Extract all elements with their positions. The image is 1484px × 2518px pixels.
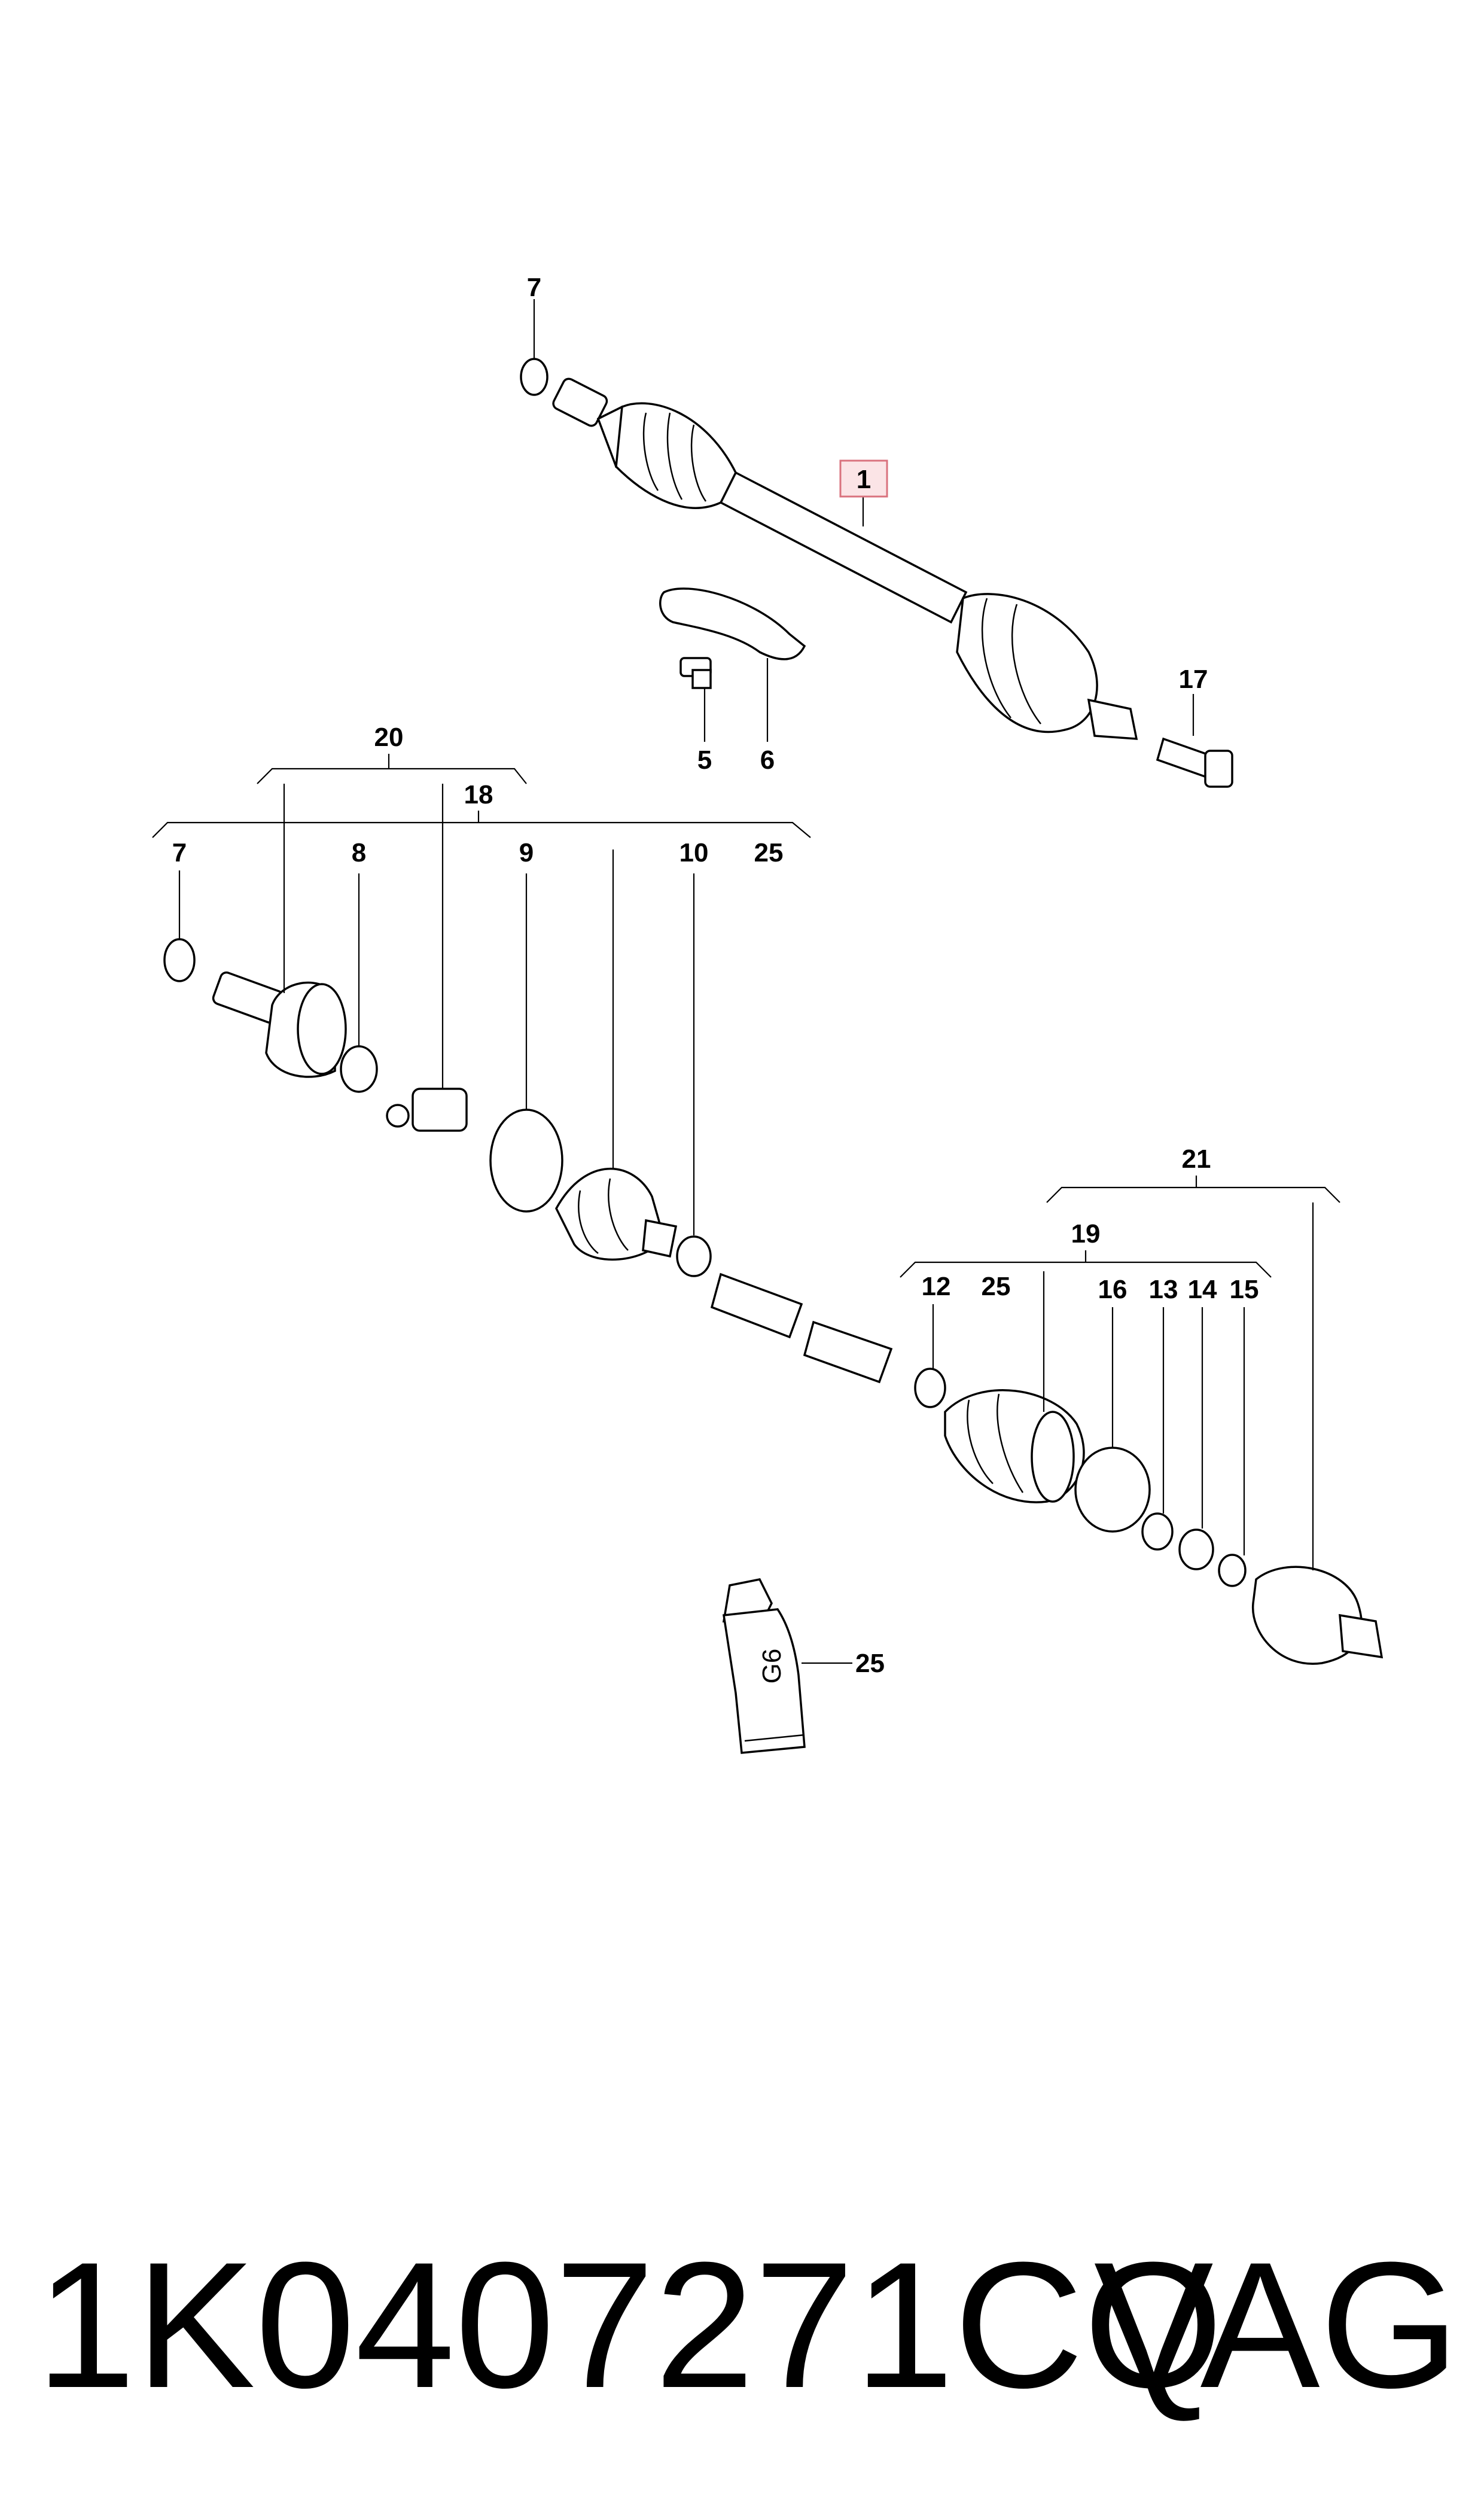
callout-15: 15	[1230, 1275, 1259, 1304]
brand-name: VAG	[1094, 2224, 1459, 2425]
callout-20: 20	[374, 723, 404, 752]
drive-shaft-assembly	[520, 299, 1233, 788]
callout-7: 7	[172, 838, 187, 867]
callout-8: 8	[352, 838, 366, 867]
group-brackets	[152, 754, 1340, 1278]
highlight-box	[839, 459, 888, 498]
callout-18: 18	[464, 780, 493, 809]
grease-tube: G6	[722, 1578, 852, 1754]
callout-7-top: 7	[527, 273, 541, 302]
callout-21: 21	[1182, 1144, 1211, 1174]
callout-25-a: 25	[754, 838, 784, 867]
exploded-components	[163, 784, 1384, 1665]
callout-25-b: 25	[982, 1272, 1011, 1301]
callout-16: 16	[1098, 1275, 1128, 1304]
tube-label: G6	[757, 1649, 787, 1684]
callout-6: 6	[760, 745, 775, 775]
callout-1: 1	[857, 465, 871, 494]
part-number: 1K0407271CQ	[36, 2224, 1223, 2425]
callout-25-tube: 25	[855, 1649, 885, 1678]
callout-5: 5	[697, 745, 712, 775]
callout-9: 9	[519, 838, 534, 867]
callout-13: 13	[1149, 1275, 1178, 1304]
callout-10: 10	[679, 838, 709, 867]
callout-12: 12	[922, 1272, 951, 1301]
callouts: 7 1 17 5 6 20 18 7 8 9 10 25 21 19 12 25…	[172, 273, 1259, 1678]
callout-17: 17	[1179, 665, 1208, 694]
callout-14: 14	[1188, 1275, 1217, 1304]
callout-19: 19	[1071, 1219, 1101, 1249]
